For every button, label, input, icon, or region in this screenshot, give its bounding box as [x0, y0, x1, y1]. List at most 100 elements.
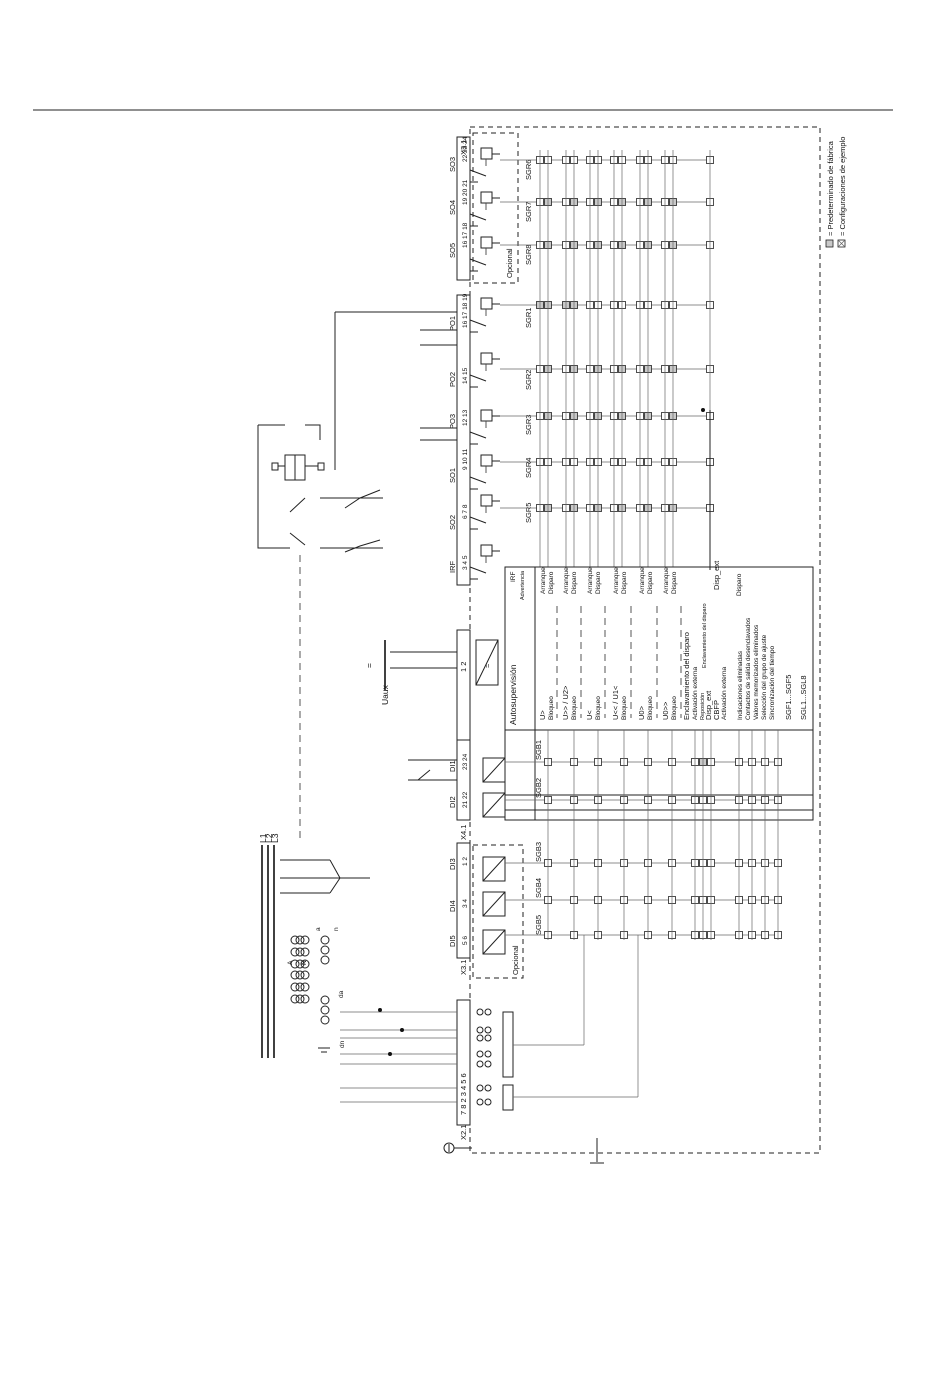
input-di5-name: DI5: [448, 935, 457, 947]
output-group-sgr3: SGR3: [524, 415, 533, 435]
function-text-7: U<< / U1<: [611, 685, 620, 720]
output-so1-pins: 9 10 11: [462, 448, 469, 470]
relay-coil-9: [480, 544, 493, 557]
input-di3-name: DI3: [448, 858, 457, 870]
function-right-2: Arranque: [563, 567, 570, 594]
optional-bottom-label: Opcional: [511, 945, 520, 975]
function-right-6: Arranque: [613, 567, 620, 594]
aux-supply: 1 2 = = Uaux: [364, 629, 499, 741]
output-group-sgr7: SGR7: [524, 202, 533, 222]
relay-coil-4: [480, 297, 493, 310]
legend-example-text: = Configuraciones de ejemplo: [838, 137, 847, 236]
function-text-13: Enclavamiento del disparo: [682, 632, 691, 720]
function-text-9: U0>: [637, 705, 646, 720]
primary-lines: L1 L2 L3: [258, 833, 280, 1058]
input-di2-name: DI2: [448, 796, 457, 808]
irf-small-label: IRF: [510, 572, 517, 583]
function-right-11: Disparo: [671, 571, 678, 594]
function-right-9: Disparo: [647, 571, 654, 594]
irf-advertencia: Advertencia: [520, 570, 526, 600]
input-di1-pins: 23 24: [462, 753, 469, 770]
vt-label-da: da: [338, 990, 345, 998]
output-so4-name: SO4: [448, 200, 457, 215]
functions-box: [504, 566, 814, 821]
legend-factory-square: [825, 239, 834, 248]
output-group-sgr6: SGR6: [524, 160, 533, 180]
function-text-14: Activación externa: [692, 667, 699, 720]
terminal-x2-1-label: X2.1: [459, 1125, 468, 1140]
legend: = Predeterminado de fábrica = Configurac…: [825, 137, 847, 248]
function-text-22: Selección del grupo de ajuste: [761, 634, 768, 720]
relay-coil-2: [480, 191, 493, 204]
function-text-17: CBFP: [712, 700, 721, 720]
function-text-20: Contactos de salida desenclavados: [745, 617, 752, 720]
aux-pins: 1 2: [459, 662, 468, 672]
relay-coil-1: [480, 147, 493, 160]
input-di1-name: DI1: [448, 760, 457, 772]
vt-label-N: N: [301, 960, 308, 965]
relay-coil-3: [480, 236, 493, 249]
input-group-sgb4: SGB4: [534, 878, 543, 898]
output-group-sgr1: SGR1: [524, 308, 533, 328]
svg-text:=: =: [483, 663, 492, 668]
relay-coil-8: [480, 494, 493, 507]
output-terminal-strip: X3.1: [456, 136, 471, 586]
output-so4-pins: 19 20 21: [462, 179, 469, 205]
input-di3-pins: 1 2: [462, 857, 469, 866]
function-text-23: Sincronización del tiempo: [769, 646, 776, 720]
terminal-x3-1-bottom-label: X3.1: [459, 960, 468, 975]
function-text-10: Bloqueo: [647, 696, 654, 720]
function-text-19: Indicaciones eliminadas: [737, 650, 744, 720]
function-text-11: U0>>: [661, 701, 670, 720]
function-text-16: Disp_ext: [704, 690, 713, 720]
input-group-sgb5: SGB5: [534, 915, 543, 935]
input-di4-name: DI4: [448, 900, 457, 912]
output-irf-pins: 3 4 5: [462, 555, 469, 570]
line-l1: L1: [258, 833, 268, 843]
function-text-21: Valores memorizados eliminados: [753, 624, 760, 720]
function-text-2: Bloqueo: [548, 696, 555, 720]
output-po3-pins: 12 13: [462, 409, 469, 426]
optional-top-box: [472, 132, 519, 284]
function-right-8: Arranque: [639, 567, 646, 594]
earth-symbols: [443, 1138, 604, 1164]
function-right-3: Disparo: [571, 571, 578, 594]
function-text-12: Bloqueo: [671, 696, 678, 720]
legend-factory-text: = Predeterminado de fábrica: [826, 140, 835, 236]
analog-input-strip: 7 8 2 3 4 5 6 X2.1: [456, 999, 514, 1140]
terminal-x4-1-label: X4.1: [459, 825, 468, 840]
output-group-sgr4: SGR4: [524, 458, 533, 478]
analog-pins: 7 8 2 3 4 5 6: [459, 1073, 468, 1115]
output-group-sgr8: SGR8: [524, 245, 533, 265]
output-group-sgr5: SGR5: [524, 503, 533, 523]
function-text-18: Activación externa: [721, 667, 728, 720]
output-irf-name: IRF: [448, 561, 457, 574]
terminal-x3-1-label: X3.1: [459, 140, 468, 155]
line-l2: L2: [264, 833, 274, 843]
output-so5-pins: 16 17 18: [462, 222, 469, 248]
function-right-5: Disparo: [595, 571, 602, 594]
digital-input-strip: X4.1 X3.1 Opcional: [456, 739, 524, 979]
function-text-6: Bloqueo: [595, 696, 602, 720]
relay-coil-5: [480, 352, 493, 365]
input-group-sgb2: SGB2: [534, 778, 543, 798]
function-text-8: Bloqueo: [621, 696, 628, 720]
function-enclav-small: Enclavamiento del disparo: [702, 603, 708, 668]
output-po1-name: PO1: [448, 316, 457, 331]
input-di2-pins: 21 22: [462, 791, 469, 808]
function-text-4: Bloqueo: [571, 696, 578, 720]
function-text-15: Reposición: [700, 693, 706, 720]
function-right-10: Arranque: [663, 567, 670, 594]
vt-label-a: a: [315, 927, 322, 931]
output-po2-name: PO2: [448, 372, 457, 387]
svg-text:=: =: [364, 663, 374, 668]
relay-coil-6: [480, 409, 493, 422]
output-group-sgr2: SGR2: [524, 370, 533, 390]
function-right-4: Arranque: [587, 567, 594, 594]
relay-coil-7: [480, 454, 493, 467]
vt-labels: a n A N da dn: [287, 927, 346, 1048]
output-so3-name: SO3: [448, 157, 457, 172]
output-po3-name: PO3: [448, 414, 457, 429]
